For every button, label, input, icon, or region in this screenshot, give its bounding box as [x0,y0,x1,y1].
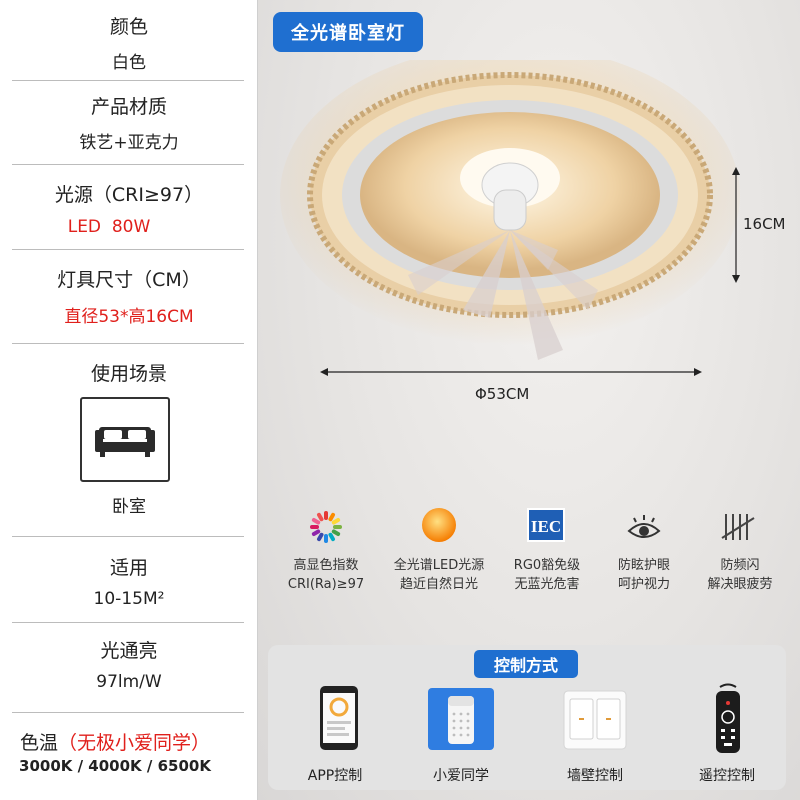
material-label: 产品材质 [90,96,167,118]
size-value: 直径53*高16CM [64,307,194,327]
divider [12,249,244,250]
feature-line: 解决眼疲劳 [707,577,773,592]
product-title-badge: 全光谱卧室灯 [273,12,423,52]
control-methods-title: 控制方式 [474,650,578,678]
feature-rg0: RG0豁免级 无蓝光危害 [492,556,602,594]
divider [12,712,244,713]
feature-line: 无蓝光危害 [514,577,580,592]
diameter-value: Φ53CM [475,385,530,403]
column-divider [257,0,258,800]
cct-note: （无极小爱同学） [58,732,211,754]
cct-value: 3000K / 4000K / 6500K [19,757,211,775]
diameter-dimension-arrow [320,368,702,376]
area-label: 适用 [109,557,148,579]
feature-cri: 高显色指数 CRI(Ra)≥97 [271,556,381,594]
wall-switch-icon [563,690,627,750]
divider [12,536,244,537]
feature-line: RG0豁免级 [513,558,581,573]
divider [12,80,244,81]
feature-line: 全光谱LED光源 [393,558,485,573]
color-value: 白色 [112,53,146,73]
light-source-value: LED 80W [67,217,151,237]
feature-line: 高显色指数 [293,558,359,573]
efficacy-label: 光通亮 [100,640,158,662]
feature-anti-glare: 防眩护眼 呵护视力 [589,556,699,594]
cct-heading: 色温（无极小爱同学） [0,728,244,755]
efficacy-value: 97lm/W [96,672,162,692]
scene-value: 卧室 [112,497,146,517]
height-dimension-arrow [732,167,740,283]
control-voice-label: 小爱同学 [433,768,489,784]
remote-control-icon [716,683,740,753]
cct-label: 色温 [19,732,58,754]
divider [12,343,244,344]
anti-flicker-icon [721,514,755,540]
scene-label: 使用场景 [90,363,167,385]
eye-icon [627,515,661,538]
area-value: 10-15M² [93,589,165,609]
divider [12,164,244,165]
color-wheel-icon [310,511,342,543]
sofa-icon [80,397,170,482]
color-label: 颜色 [109,16,148,38]
control-wall-label: 墙壁控制 [567,768,623,784]
ceiling-fan-light-image [280,60,740,360]
feature-line: CRI(Ra)≥97 [287,577,365,592]
sun-icon [422,508,456,542]
control-app-label: APP控制 [307,768,363,784]
iec-logo-icon: IEC [527,508,565,542]
divider [12,622,244,623]
height-value: 16CM [743,215,786,233]
feature-line: 趋近自然日光 [399,577,478,592]
feature-line: 防频闪 [720,558,760,573]
svg-text:IEC: IEC [531,517,561,536]
feature-anti-flicker: 防频闪 解决眼疲劳 [685,556,795,594]
material-value: 铁艺+亚克力 [79,133,179,153]
control-remote-label: 遥控控制 [699,768,755,784]
feature-line: 防眩护眼 [617,558,670,573]
spec-column: 颜色 白色 产品材质 铁艺+亚克力 光源（CRI≥97） LED 80W 灯具尺… [0,0,258,800]
feature-full-spectrum: 全光谱LED光源 趋近自然日光 [384,556,494,594]
feature-line: 呵护视力 [617,577,670,592]
smart-speaker-icon [428,688,494,750]
light-source-label: 光源（CRI≥97） [54,184,204,206]
size-label: 灯具尺寸（CM） [57,269,201,291]
smartphone-icon [320,686,358,750]
